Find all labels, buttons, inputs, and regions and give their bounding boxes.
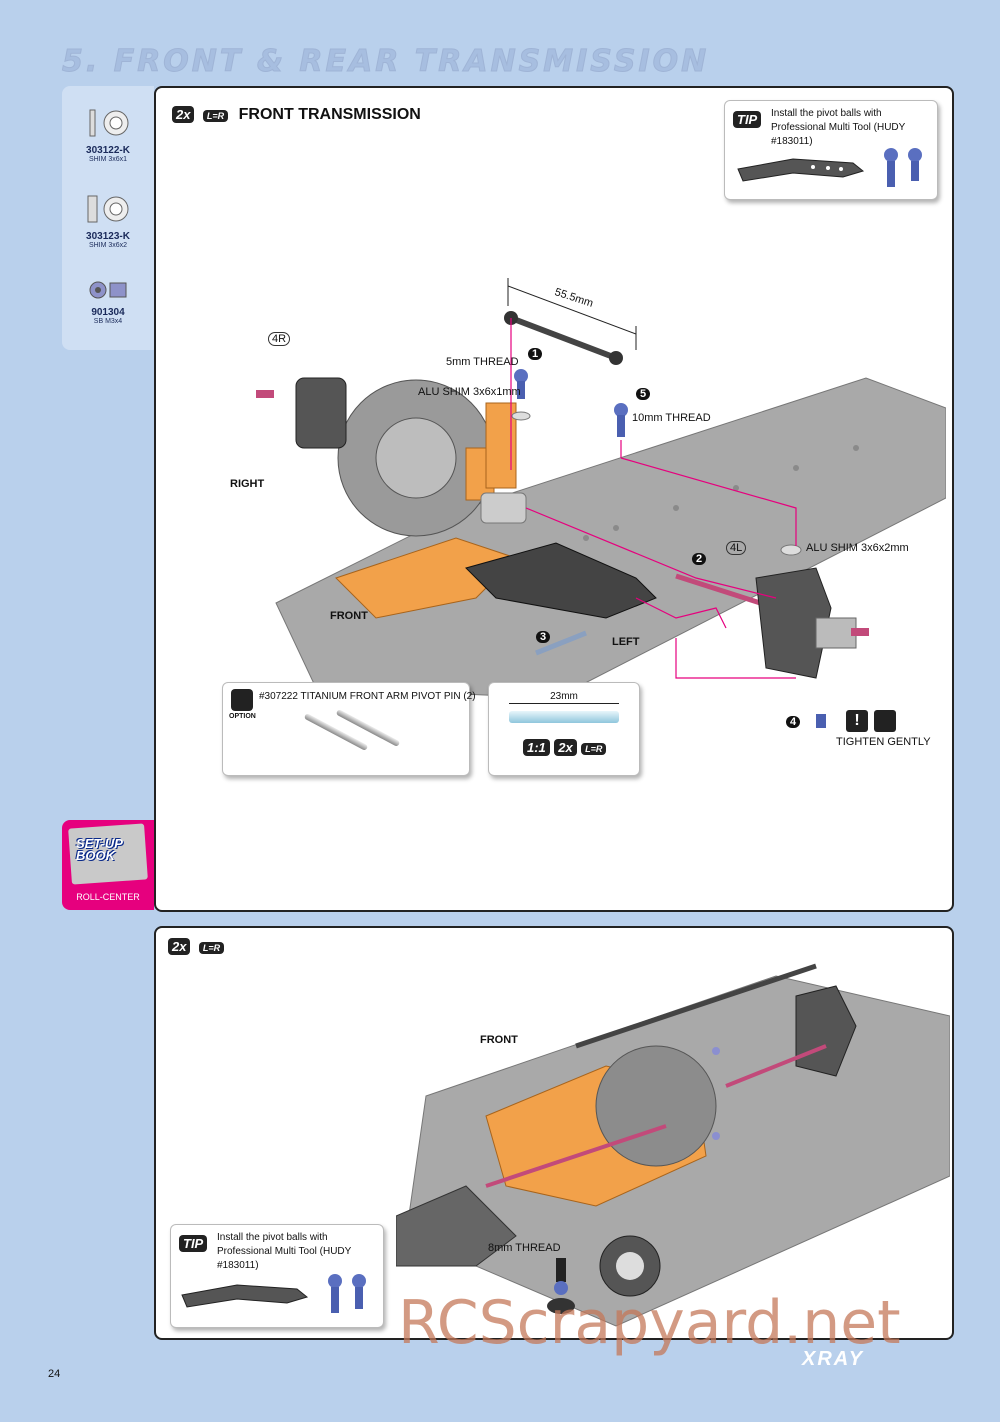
qty-badge: 2x [554, 739, 577, 756]
part-desc: SB M3x4 [93, 318, 123, 325]
part-number: 901304 [91, 307, 125, 318]
part-item: 901304 SB M3x4 [62, 278, 154, 325]
pivot-ball-icon [547, 1258, 575, 1314]
part-item: 303123-K SHIM 3x6x2 [62, 190, 154, 249]
scale-badge: 1:1 [523, 739, 550, 756]
setup-book-title: SET-UP BOOK [76, 836, 123, 863]
assembled-chassis-diagram [396, 963, 950, 1327]
tip-text: Install the pivot balls with Professiona… [217, 1232, 352, 1271]
pivot-pin-icon [509, 711, 619, 723]
setup-book-tab: SET-UP BOOK ROLL-CENTER [62, 820, 154, 910]
pivot-ball-icon [908, 148, 922, 181]
step-header: 2x L=R [168, 938, 225, 956]
set-screw-icon [89, 281, 127, 299]
front-transmission-panel: 2x L=R FRONT TRANSMISSION TIP Install th… [154, 86, 954, 912]
warning-icon: ! [846, 710, 868, 732]
multi-tool-icon [181, 1274, 366, 1313]
screw-icon [874, 710, 896, 732]
tip-box: TIP Install the pivot balls with Profess… [170, 1224, 384, 1328]
label-right: RIGHT [230, 478, 265, 490]
callout-4l: 4L [726, 541, 747, 555]
pivot-ball-icon [328, 1274, 342, 1313]
tip-badge: TIP [179, 1235, 208, 1252]
part-number: 303123-K [86, 231, 130, 242]
step-title: FRONT TRANSMISSION [238, 106, 421, 123]
setup-book-subtitle: ROLL-CENTER [76, 892, 140, 902]
option-box: OPTION #307222 TITANIUM FRONT ARM PIVOT … [222, 682, 476, 776]
parts-list: 303122-K SHIM 3x6x1 303123-K SHIM 3x6x2 … [62, 86, 154, 350]
step-header: 2x L=R FRONT TRANSMISSION [172, 106, 421, 124]
tip-text: Install the pivot balls with Professiona… [771, 108, 906, 147]
option-badge: OPTION [229, 713, 256, 720]
pivot-ball-icon [352, 1274, 366, 1309]
section-title: 5. FRONT & REAR TRANSMISSION [61, 44, 710, 80]
lr-badge: L=R [198, 942, 225, 954]
label-left: LEFT [612, 636, 640, 648]
multi-tool-icon [737, 148, 922, 187]
shim-icon [87, 195, 129, 223]
qty-badge: 2x [172, 106, 195, 123]
step-num-1: 1 [528, 348, 543, 360]
brand-logo: XRAY [802, 1348, 865, 1370]
part-desc: SHIM 3x6x2 [88, 242, 128, 249]
watermark: RCScrapyard.net [398, 1288, 901, 1358]
pin-scale-box: 23mm 1:1 2x L=R [488, 682, 640, 776]
part-desc: SHIM 3x6x1 [88, 156, 128, 163]
step-num-5: 5 [636, 388, 651, 400]
callout-4r: 4R [268, 332, 291, 346]
step-num-2: 2 [692, 553, 707, 565]
step-num-3: 3 [536, 631, 551, 643]
thumbs-up-icon [231, 689, 253, 711]
lr-badge: L=R [581, 743, 607, 755]
pivot-pin-icon [335, 708, 401, 748]
label-front: FRONT [480, 1034, 518, 1046]
page-number: 24 [48, 1368, 61, 1380]
rear-transmission-panel: 2x L=R FRONT 8mm THREAD TIP Install the … [154, 926, 954, 1340]
part-item: 303122-K SHIM 3x6x1 [62, 104, 154, 163]
option-text: #307222 TITANIUM FRONT ARM PIVOT PIN (2) [259, 691, 476, 702]
tip-box: TIP Install the pivot balls with Profess… [724, 100, 938, 200]
label-alu-shim-3x6x1: ALU SHIM 3x6x1mm [418, 386, 521, 398]
label-tighten-gently: TIGHTEN GENTLY [836, 736, 931, 748]
front-transmission-diagram [256, 278, 946, 728]
label-10mm-thread: 10mm THREAD [632, 412, 711, 424]
step-num-4: 4 [786, 716, 801, 728]
pivot-ball-icon [884, 148, 898, 187]
tip-badge: TIP [733, 111, 762, 128]
qty-badge: 2x [168, 938, 191, 955]
pin-badges: 1:1 2x L=R [523, 739, 607, 757]
label-5mm-thread: 5mm THREAD [446, 356, 519, 368]
label-front: FRONT [330, 610, 368, 622]
label-8mm-thread: 8mm THREAD [488, 1242, 561, 1254]
pin-dimension: 23mm [550, 691, 578, 702]
shim-icon [89, 109, 129, 137]
dimension-line [509, 703, 619, 704]
label-alu-shim-3x6x2: ALU SHIM 3x6x2mm [806, 542, 909, 554]
lr-badge: L=R [202, 110, 229, 122]
part-number: 303122-K [86, 145, 130, 156]
